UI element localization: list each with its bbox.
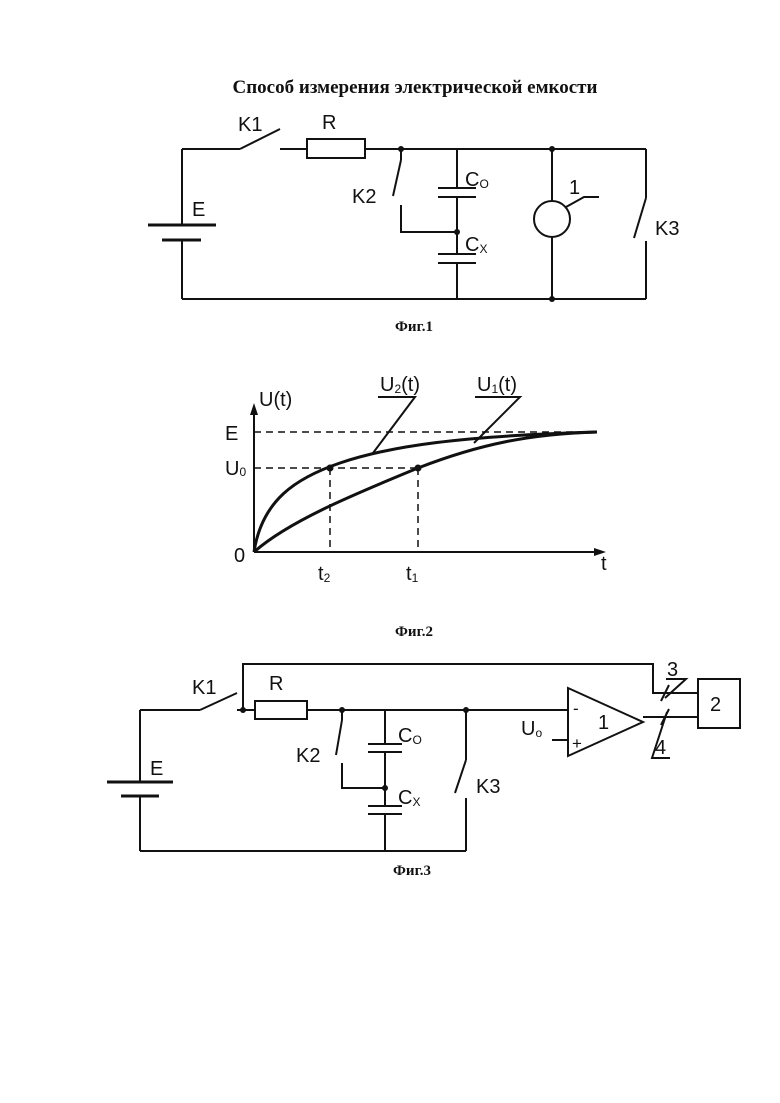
fig1-label-e: E [192,199,205,221]
fig3-comparator-1 [567,686,646,758]
fig2-u2-leader [372,396,417,454]
fig2-x-axis-label: t [601,553,607,575]
fig2-caption: Фиг.2 [395,624,433,640]
fig3-label-u0: Uo [521,718,542,740]
fig1-label-meter: 1 [569,177,580,199]
fig3-wire-k2-bottom [341,763,385,789]
fig3-label-cx: CX [398,787,420,809]
fig3-bus3-marker [660,678,689,702]
fig3-label-e: E [150,758,163,780]
fig1-label-k2: K2 [352,186,376,208]
fig2-u1-curve-label: U1(t) [477,374,517,396]
fig3-switch-k3 [454,759,467,794]
fig1-node-mid [454,229,460,235]
fig1-label-k1: K1 [238,114,262,136]
fig3-label-k2: K2 [296,745,320,767]
fig2-t1-tick-label: t1 [406,563,419,585]
fig3-resistor-r [254,700,308,720]
fig2-e-tick-label: E [225,423,238,445]
fig2-origin-label: 0 [234,545,245,567]
fig3-switch-k1 [199,692,238,711]
fig1-resistor-r [306,138,366,159]
fig2-y-axis-label: U(t) [259,389,292,411]
fig2-u2-curve-label: U2(t) [380,374,420,396]
fig2-t2-tick-label: t2 [318,563,331,585]
fig3-bus4-label: 4 [655,737,666,759]
fig2-curve-u2 [252,430,598,553]
fig2-y-arrow [250,403,258,415]
fig1-switch-k1 [239,128,281,150]
fig1-switch-k2 [392,159,402,197]
page-title: Способ измерения электрической емкости [233,77,598,98]
fig1-node-meter-bottom [549,296,555,302]
fig2-u1-leader [473,396,523,444]
fig3-label-k3: K3 [476,776,500,798]
fig3-wire-feedback [242,663,698,710]
fig3-capacitor-c0 [368,743,402,753]
fig1-caption: Фиг.1 [395,319,433,335]
fig2-graph: U(t) t E U0 0 t2 t1 U2(t) U1(t) [225,374,607,585]
fig3-caption: Фиг.3 [393,863,431,879]
fig1-label-c0: CO [465,169,489,191]
fig3-label-k1: K1 [192,677,216,699]
fig3-node-mid [382,785,388,791]
fig3-label-c0: CO [398,725,422,747]
fig1-meter-1 [533,200,571,238]
fig1-switch-k3 [633,197,647,239]
fig2-curve-u1 [253,430,598,554]
fig2-point-t2-u0 [326,464,334,472]
fig2-x-arrow [594,548,606,556]
fig2-point-t1-u0 [414,464,422,472]
fig1-meter-leader [565,196,599,208]
fig3-switch-k2 [335,719,343,756]
fig1-label-cx: CX [465,234,487,256]
fig3-capacitor-cx [368,805,402,815]
fig3-label-r: R [269,673,283,695]
fig3-circuit: K1 R K2 CO CX E K3 Uo - + 1 2 3 4 [107,659,741,852]
fig1-circuit: K1 R K2 CO CX E 1 K3 [148,112,679,302]
fig3-bus4-marker [650,708,670,759]
fig3-bus3-label: 3 [667,659,678,681]
fig1-label-k3: K3 [655,218,679,240]
fig3-block-label: 2 [710,694,721,716]
fig3-comparator-plus: + [572,734,582,753]
fig3-comparator-label: 1 [598,712,609,734]
fig3-block-2 [697,678,741,729]
fig2-u0-tick-label: U0 [225,458,246,480]
fig1-wire-k2-bottom [400,205,457,233]
fig3-comparator-minus: - [573,699,579,718]
fig1-label-r: R [322,112,336,134]
